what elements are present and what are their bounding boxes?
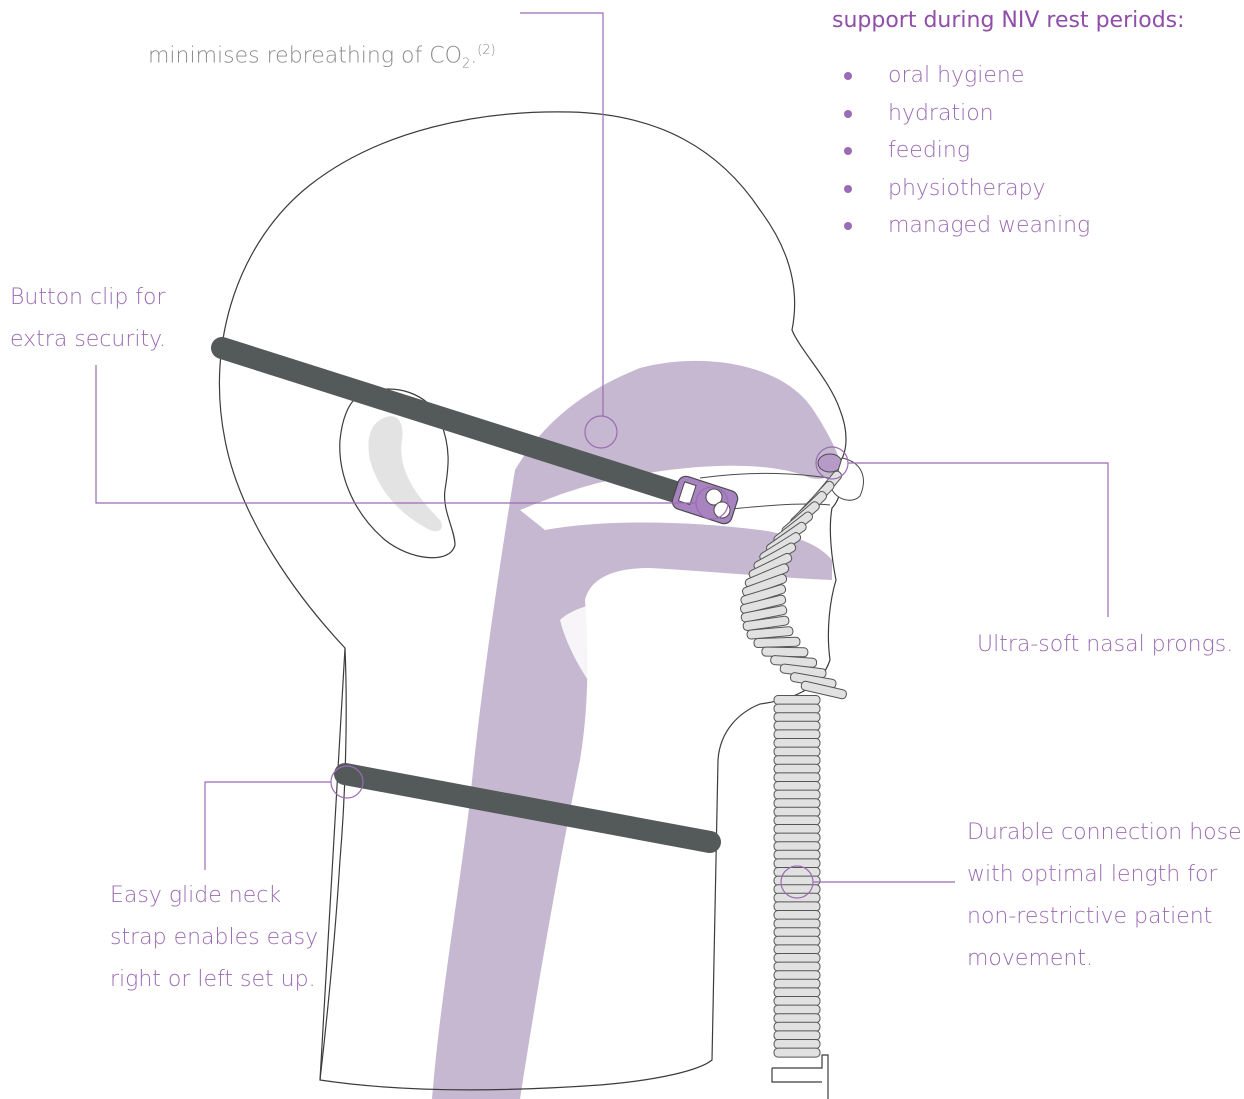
nasal-prongs-label: Ultra-soft nasal prongs. <box>977 624 1233 666</box>
hose-ring <box>774 1005 820 1014</box>
hose-ring <box>774 730 820 739</box>
hose-ring <box>774 902 820 911</box>
leader-line-rebreathing <box>520 13 603 416</box>
hose-ring <box>774 773 820 782</box>
hose-ring <box>774 936 820 945</box>
hose-ring <box>774 868 820 877</box>
hose-ring <box>774 1031 820 1040</box>
hose-ring <box>762 647 808 657</box>
leader-line-prongs <box>848 463 1108 617</box>
hose-ring <box>774 979 820 988</box>
hose-ring <box>774 833 820 842</box>
bullet-icon <box>844 185 852 193</box>
hose-ring <box>774 1048 820 1057</box>
hose-ring <box>774 928 820 937</box>
hose-ring <box>774 911 820 920</box>
hose-ring <box>774 704 820 713</box>
hose-connector <box>772 1055 828 1099</box>
hose-ring <box>774 807 820 816</box>
hose-ring <box>774 1040 820 1049</box>
hose-ring <box>774 782 820 791</box>
niv-list-item: physiotherapy <box>840 170 1090 208</box>
hose-ring <box>774 713 820 722</box>
bullet-icon <box>844 147 852 155</box>
neck-strap-label: Easy glide neck strap enables easy right… <box>110 875 318 1001</box>
niv-list-item: managed weaning <box>840 207 1090 245</box>
hose-ring <box>754 637 800 648</box>
hose-ring <box>774 739 820 748</box>
hose-ring <box>774 971 820 980</box>
hose-ring <box>774 988 820 997</box>
hose-ring <box>774 885 820 894</box>
hose-ring <box>774 790 820 799</box>
leader-line-neck <box>205 782 331 870</box>
rebreathing-caption: minimises rebreathing of CO2.(2) <box>148 0 496 86</box>
button-clip-label: Button clip for extra security. <box>10 277 166 361</box>
hose-ring <box>774 945 820 954</box>
hose-ring <box>774 721 820 730</box>
hose-ring <box>774 954 820 963</box>
hose-ring <box>774 799 820 808</box>
niv-list-item: oral hygiene <box>840 57 1090 95</box>
hose-ring <box>774 816 820 825</box>
hose-label: Durable connection hose with optimal len… <box>967 812 1242 980</box>
niv-heading: support during NIV rest periods: <box>832 0 1185 42</box>
hose-ring <box>774 825 820 834</box>
hose-ring <box>774 1014 820 1023</box>
hose-ring <box>774 919 820 928</box>
niv-list-item: feeding <box>840 132 1090 170</box>
hose-ring <box>774 842 820 851</box>
hose-ring <box>774 962 820 971</box>
bullet-icon <box>844 110 852 118</box>
hose-ring <box>774 850 820 859</box>
hose-ring <box>774 696 820 705</box>
bullet-icon <box>844 222 852 230</box>
bullet-icon <box>844 72 852 80</box>
hose-ring <box>774 747 820 756</box>
hose-ring <box>774 997 820 1006</box>
niv-list-item: hydration <box>840 95 1090 133</box>
hose-ring <box>774 764 820 773</box>
hose-ring <box>774 756 820 765</box>
hose-ring <box>774 1022 820 1031</box>
